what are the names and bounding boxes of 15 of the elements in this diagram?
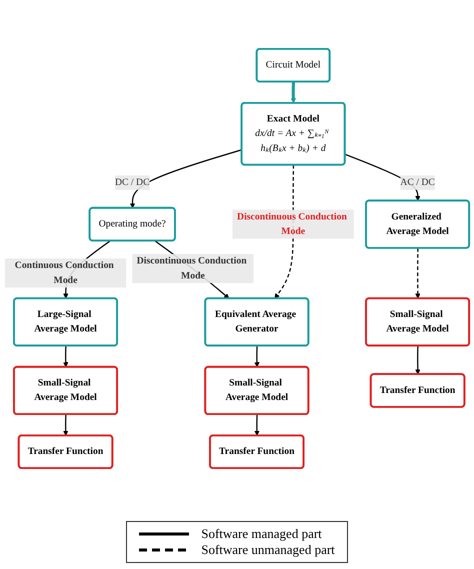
arrow [63, 346, 68, 368]
arrow [63, 414, 68, 436]
edge-label: Continuous Conduction Mode [14, 260, 114, 286]
edge-label: AC / DC [400, 177, 435, 188]
legend-text: Software managed part [201, 526, 322, 542]
arrow [415, 248, 420, 299]
edge-label: Discontinuous Conduction Mode [136, 256, 247, 281]
legend-text: Software unmanaged part [201, 542, 335, 558]
arrow [254, 414, 260, 436]
arrow [415, 346, 420, 375]
edge-label: DC / DC [115, 177, 150, 188]
edge-label: Discontinuous Conduction Mode [237, 211, 347, 236]
arrow [290, 82, 296, 104]
arrow [254, 346, 260, 368]
arrow [130, 149, 242, 208]
